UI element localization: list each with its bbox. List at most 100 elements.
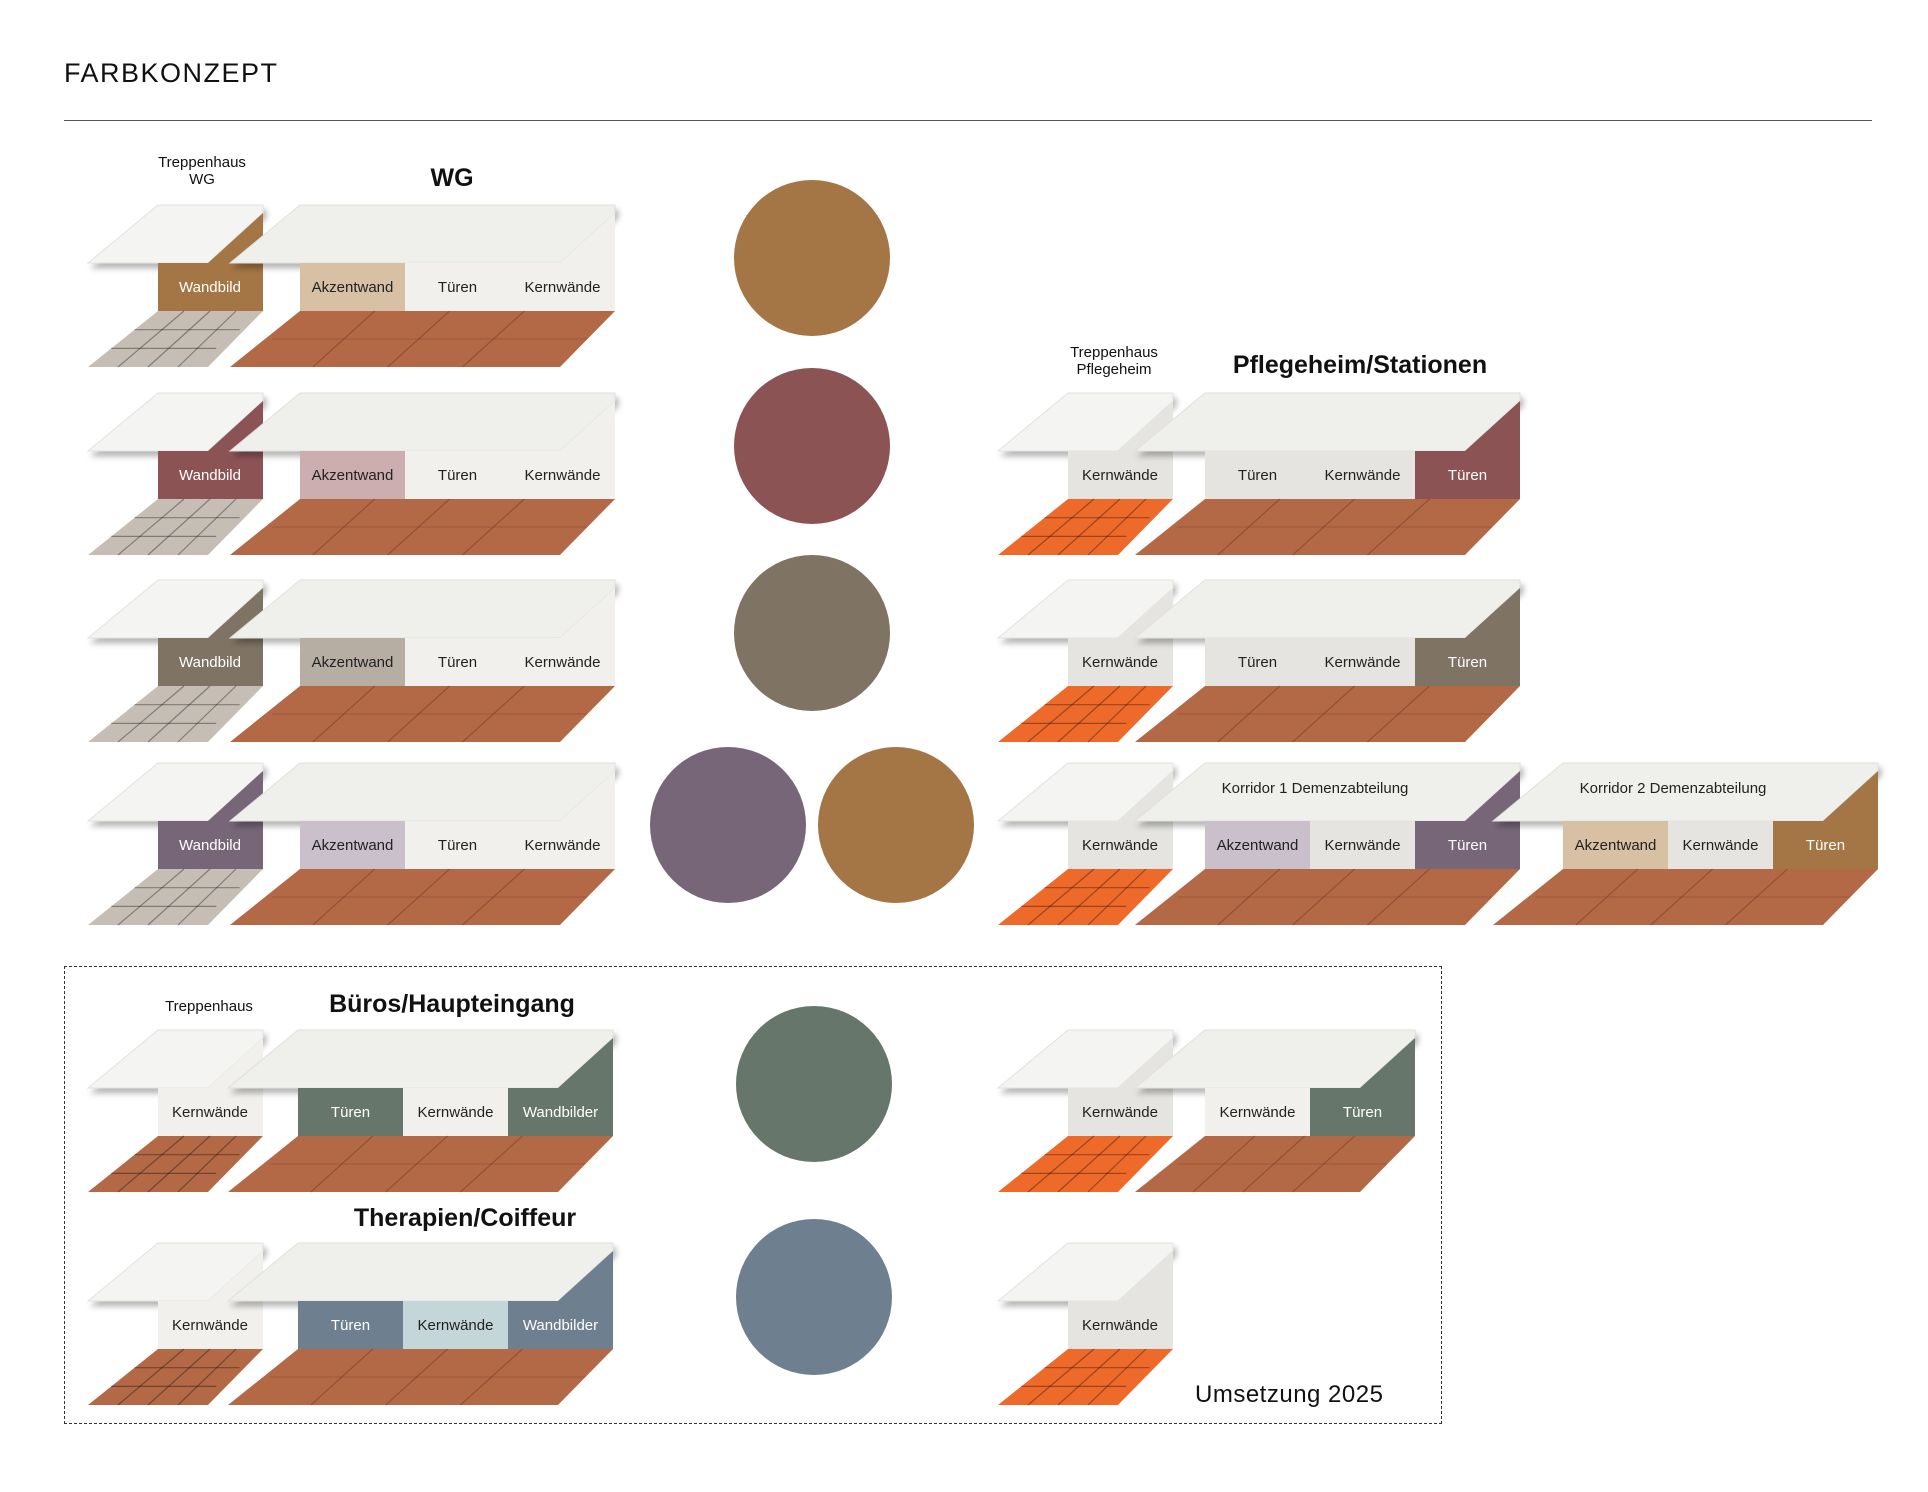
pflege-stair-label-line1: Treppenhaus: [1070, 344, 1158, 361]
corridor-module: [1133, 762, 1521, 926]
corridor-ceiling: [228, 392, 616, 452]
corridor-wall-label: Türen: [1343, 1104, 1382, 1121]
mauve-color-swatch: [650, 747, 806, 903]
corridor-module: [1491, 762, 1879, 926]
korridor-1-label: Korridor 1 Demenzabteilung: [1222, 780, 1409, 797]
corridor-ceiling: [228, 204, 616, 264]
stair-floor: [88, 1349, 263, 1405]
stair-wall: [1068, 821, 1173, 869]
korridor-2-label: Korridor 2 Demenzabteilung: [1580, 780, 1767, 797]
corridor-wall-panel: [1310, 451, 1415, 499]
corridor-ceiling: [228, 579, 616, 639]
corridor-wall-panel: [405, 451, 510, 499]
stair-wall-label: Wandbild: [179, 467, 241, 484]
ochre-color-swatch: [818, 747, 974, 903]
stair-wall: [1068, 1301, 1173, 1349]
corridor-wall-panel: [300, 821, 405, 869]
corridor-wall-label: Akzentwand: [312, 279, 394, 296]
title-divider: [64, 120, 1872, 121]
corridor-module: [1133, 392, 1521, 556]
corridor-wall-panel: [298, 1301, 403, 1349]
stair-module: [86, 1242, 264, 1406]
stair-floor: [88, 311, 263, 367]
corridor-wall-panel: [1415, 451, 1520, 499]
ochre-color-swatch: [734, 180, 890, 336]
wg-heading: WG: [430, 164, 474, 192]
corridor-wall-label: Türen: [1448, 467, 1487, 484]
corridor-wall-side: [560, 771, 615, 821]
corridor-wall-side: [1465, 771, 1520, 821]
corridor-wall-label: Kernwände: [525, 654, 601, 671]
corridor-floor: [1135, 686, 1520, 742]
taupe-color-swatch: [734, 555, 890, 711]
corridor-ceiling: [1133, 392, 1521, 452]
corridor-wall-label: Kernwände: [1325, 837, 1401, 854]
corridor-wall-label: Türen: [1238, 654, 1277, 671]
corridor-wall-side: [558, 1038, 613, 1088]
corridor-wall-panel: [1563, 821, 1668, 869]
corridor-wall-side: [1465, 588, 1520, 638]
corridor-wall-label: Kernwände: [1683, 837, 1759, 854]
corridor-wall-label: Kernwände: [1220, 1104, 1296, 1121]
stair-floor: [998, 869, 1173, 925]
corridor-module: [1133, 1029, 1416, 1193]
corridor-wall-panel: [510, 451, 615, 499]
stair-floor: [88, 686, 263, 742]
corridor-module: [228, 392, 616, 556]
bueros-right-row: Kernwände Kernwände Türen: [996, 1029, 1416, 1193]
stair-wall: [158, 263, 263, 311]
corridor-floor: [1135, 1136, 1415, 1192]
corridor-floor: [230, 499, 615, 555]
corridor-wall-panel: [405, 263, 510, 311]
stair-wall-label: Kernwände: [172, 1317, 248, 1334]
corridor-module: [228, 204, 616, 368]
stair-wall-label: Kernwände: [1082, 1104, 1158, 1121]
pflege-heading: Pflegeheim/Stationen: [1232, 351, 1488, 379]
stair-module: [996, 392, 1174, 556]
corridor-wall-label: Türen: [438, 467, 477, 484]
corridor-wall-panel: [1668, 821, 1773, 869]
stair-wall: [158, 1088, 263, 1136]
corridor-wall-panel: [403, 1301, 508, 1349]
stair-wall-label: Kernwände: [1082, 654, 1158, 671]
corridor-wall-panel: [1310, 821, 1415, 869]
corridor-wall-side: [560, 588, 615, 638]
stair-floor: [998, 1136, 1173, 1192]
corridor-wall-side: [560, 401, 615, 451]
corridor-floor: [230, 311, 615, 367]
corridor-module: [228, 579, 616, 743]
corridor-module: [228, 762, 616, 926]
stair-wall-label: Wandbild: [179, 654, 241, 671]
bueros-stair-label: Treppenhaus: [165, 998, 253, 1015]
footer-note: Umsetzung 2025: [1195, 1381, 1384, 1408]
stair-wall: [158, 821, 263, 869]
therapien-right-row: Kernwände: [996, 1242, 1174, 1406]
stair-module: [86, 762, 264, 926]
corridor-wall-label: Türen: [438, 837, 477, 854]
wg-stair-label: Treppenhaus WG: [158, 154, 246, 188]
bueros-heading: Büros/Haupteingang: [329, 990, 575, 1018]
wg-stair-label-line1: Treppenhaus: [158, 154, 246, 171]
stair-module: [86, 204, 264, 368]
corridor-wall-label: Kernwände: [1325, 654, 1401, 671]
wg-stair-label-line2: WG: [189, 171, 215, 188]
stair-floor: [88, 869, 263, 925]
corridor-wall-side: [1360, 1038, 1415, 1088]
page-title: FARBKONZEPT: [64, 58, 279, 88]
corridor-wall-label: Akzentwand: [312, 654, 394, 671]
corridor-wall-panel: [1415, 638, 1520, 686]
corridor-wall-label: Wandbilder: [523, 1317, 598, 1334]
stair-module: [996, 579, 1174, 743]
slate-color-swatch: [736, 1219, 892, 1375]
stair-wall-label: Kernwände: [1082, 1317, 1158, 1334]
corridor-wall-label: Wandbilder: [523, 1104, 598, 1121]
stair-wall: [158, 1301, 263, 1349]
corridor-wall-panel: [405, 638, 510, 686]
corridor-wall-label: Kernwände: [418, 1104, 494, 1121]
corridor-wall-label: Akzentwand: [1217, 837, 1299, 854]
pflege-stair-label: Treppenhaus Pflegeheim: [1070, 344, 1158, 378]
